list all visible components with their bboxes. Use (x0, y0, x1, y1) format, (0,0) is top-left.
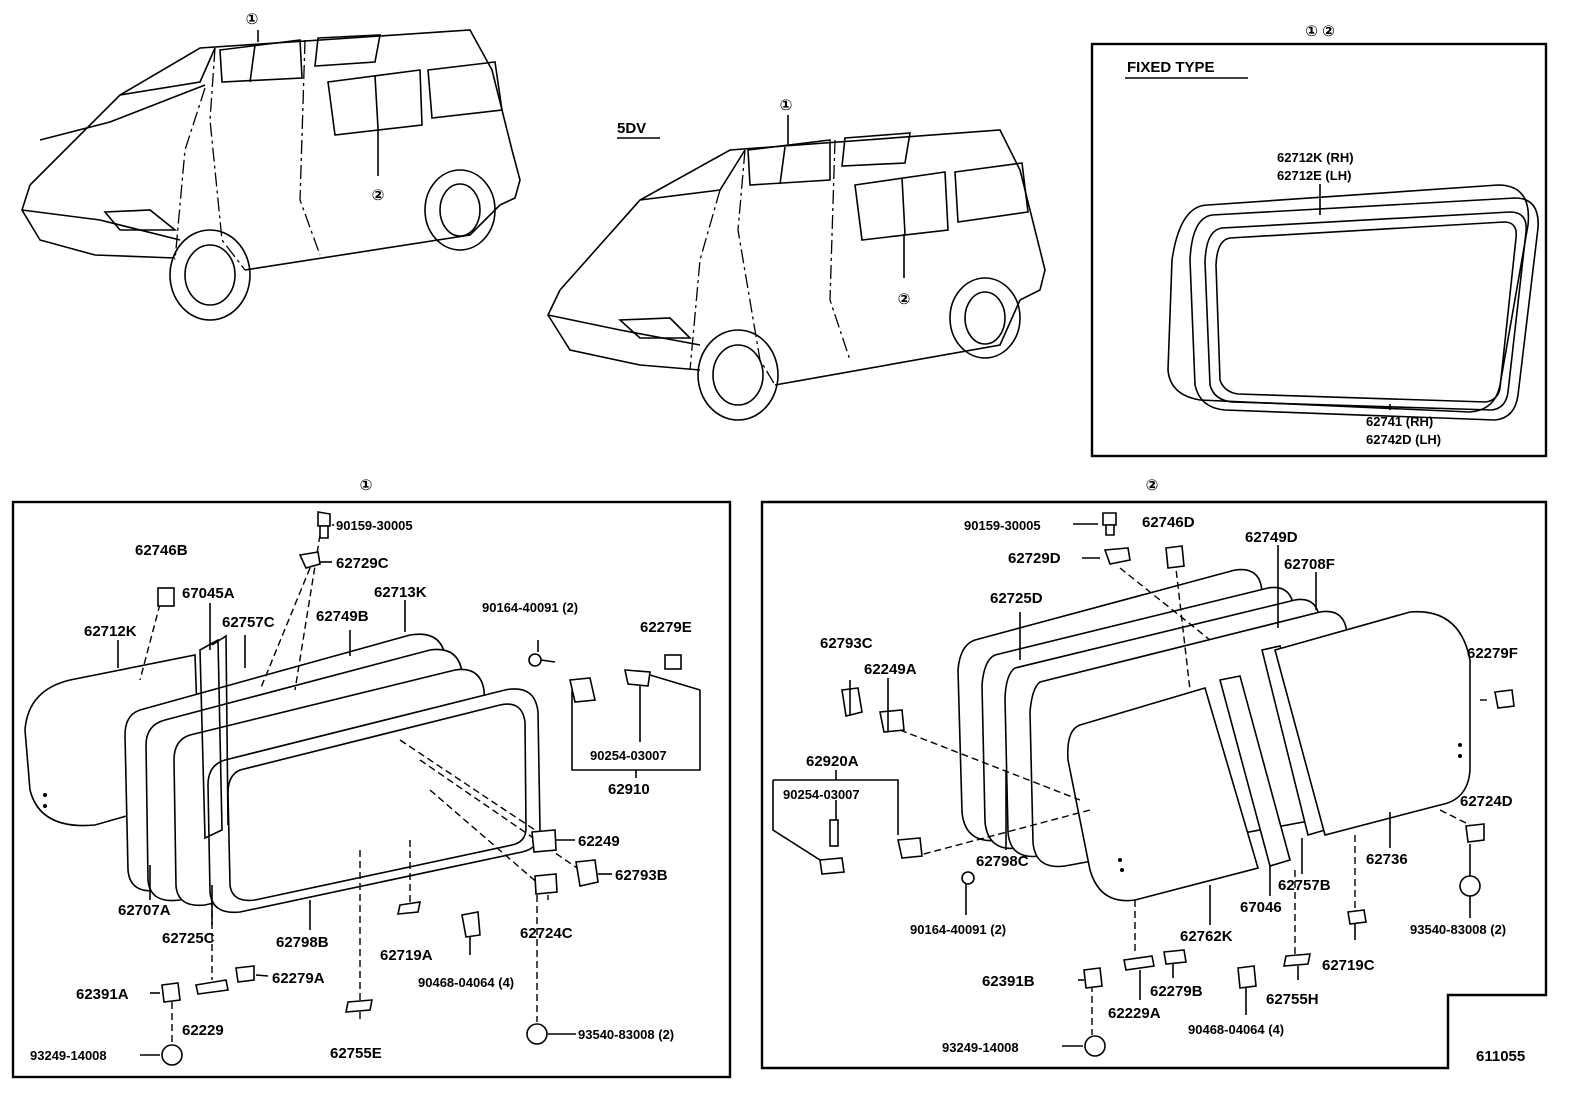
label-90164-40091: 90164-40091 (2) (482, 600, 578, 615)
label-62712K-rh: 62712K (RH) (1277, 150, 1354, 165)
section-1-exploded-view: ① (11, 477, 732, 1079)
label-62798C: 62798C (976, 853, 1029, 870)
label-67046: 67046 (1240, 899, 1282, 916)
fixed-type-refs: ① ② (1305, 23, 1335, 40)
ref-2-callout-5dv: ② (898, 291, 911, 308)
section-2-exploded-view: ② (760, 477, 1548, 1070)
label-62719A: 62719A (380, 947, 433, 964)
ref-1-callout-5dv: ① (780, 97, 793, 114)
label-62719C: 62719C (1322, 957, 1375, 974)
label-62725D: 62725D (990, 590, 1043, 607)
label-62279B: 62279B (1150, 983, 1203, 1000)
label-62229A: 62229A (1108, 1005, 1161, 1022)
label-62749B: 62749B (316, 608, 369, 625)
section-1-ref: ① (360, 477, 373, 494)
label-62798B: 62798B (276, 934, 329, 951)
label-62391A: 62391A (76, 986, 129, 1003)
label-93249-14008-2: 93249-14008 (942, 1040, 1019, 1055)
label-62762K: 62762K (1180, 928, 1233, 945)
label-62712K: 62712K (84, 623, 137, 640)
fixed-type-title: FIXED TYPE (1127, 59, 1215, 76)
label-62712E-lh: 62712E (LH) (1277, 168, 1351, 183)
label-62749D: 62749D (1245, 529, 1298, 546)
label-62279F: 62279F (1467, 645, 1518, 662)
label-62724C: 62724C (520, 925, 573, 942)
label-62725C: 62725C (162, 930, 215, 947)
label-62741-rh: 62741 (RH) (1366, 414, 1433, 429)
label-62229: 62229 (182, 1022, 224, 1039)
ref-1-callout: ① (246, 11, 259, 28)
figure-number: 611055 (1476, 1048, 1525, 1065)
label-62746D: 62746D (1142, 514, 1195, 531)
label-90468-04064-2: 90468-04064 (4) (1188, 1022, 1284, 1037)
label-90164-40091-2: 90164-40091 (2) (910, 922, 1006, 937)
label-67045A: 67045A (182, 585, 235, 602)
label-90159-30005-2: 90159-30005 (964, 518, 1041, 533)
label-62910: 62910 (608, 781, 650, 798)
label-62249: 62249 (578, 833, 620, 850)
label-62708F: 62708F (1284, 556, 1335, 573)
section-2-border (760, 500, 1548, 1070)
label-62736: 62736 (1366, 851, 1408, 868)
label-62755H: 62755H (1266, 991, 1319, 1008)
label-62279E: 62279E (640, 619, 692, 636)
section-2-ref: ② (1146, 477, 1159, 494)
label-90254-03007-2: 90254-03007 (783, 787, 860, 802)
label-93540-83008: 93540-83008 (2) (578, 1027, 674, 1042)
label-62755E: 62755E (330, 1045, 382, 1062)
label-90468-04064: 90468-04064 (4) (418, 975, 514, 990)
label-90159-30005: 90159-30005 (336, 518, 413, 533)
label-62920A: 62920A (806, 753, 859, 770)
label-62746B: 62746B (135, 542, 188, 559)
label-62757B: 62757B (1278, 877, 1331, 894)
ref-2-callout: ② (372, 187, 385, 204)
label-62757C: 62757C (222, 614, 275, 631)
label-62249A: 62249A (864, 661, 917, 678)
fixed-type-border (1090, 42, 1548, 458)
label-62707A: 62707A (118, 902, 171, 919)
van-illustration-left: ① ② (21, 11, 521, 321)
label-62391B: 62391B (982, 973, 1035, 990)
label-62729C: 62729C (336, 555, 389, 572)
label-62793C: 62793C (820, 635, 873, 652)
label-62793B: 62793B (615, 867, 668, 884)
label-62713K: 62713K (374, 584, 427, 601)
van-illustration-5dv: 5DV ① ② (547, 97, 1046, 421)
label-62729D: 62729D (1008, 550, 1061, 567)
label-90254-03007: 90254-03007 (590, 748, 667, 763)
model-label-5dv: 5DV (617, 120, 646, 137)
label-62742D-lh: 62742D (LH) (1366, 432, 1441, 447)
fixed-type-panel: ① ② FIXED TYPE 62712K (RH) 62712E (LH) 6… (1090, 23, 1548, 458)
label-93249-14008: 93249-14008 (30, 1048, 107, 1063)
label-62724D: 62724D (1460, 793, 1513, 810)
section-1-border (11, 500, 732, 1079)
label-62279A: 62279A (272, 970, 325, 987)
label-93540-83008-2: 93540-83008 (2) (1410, 922, 1506, 937)
